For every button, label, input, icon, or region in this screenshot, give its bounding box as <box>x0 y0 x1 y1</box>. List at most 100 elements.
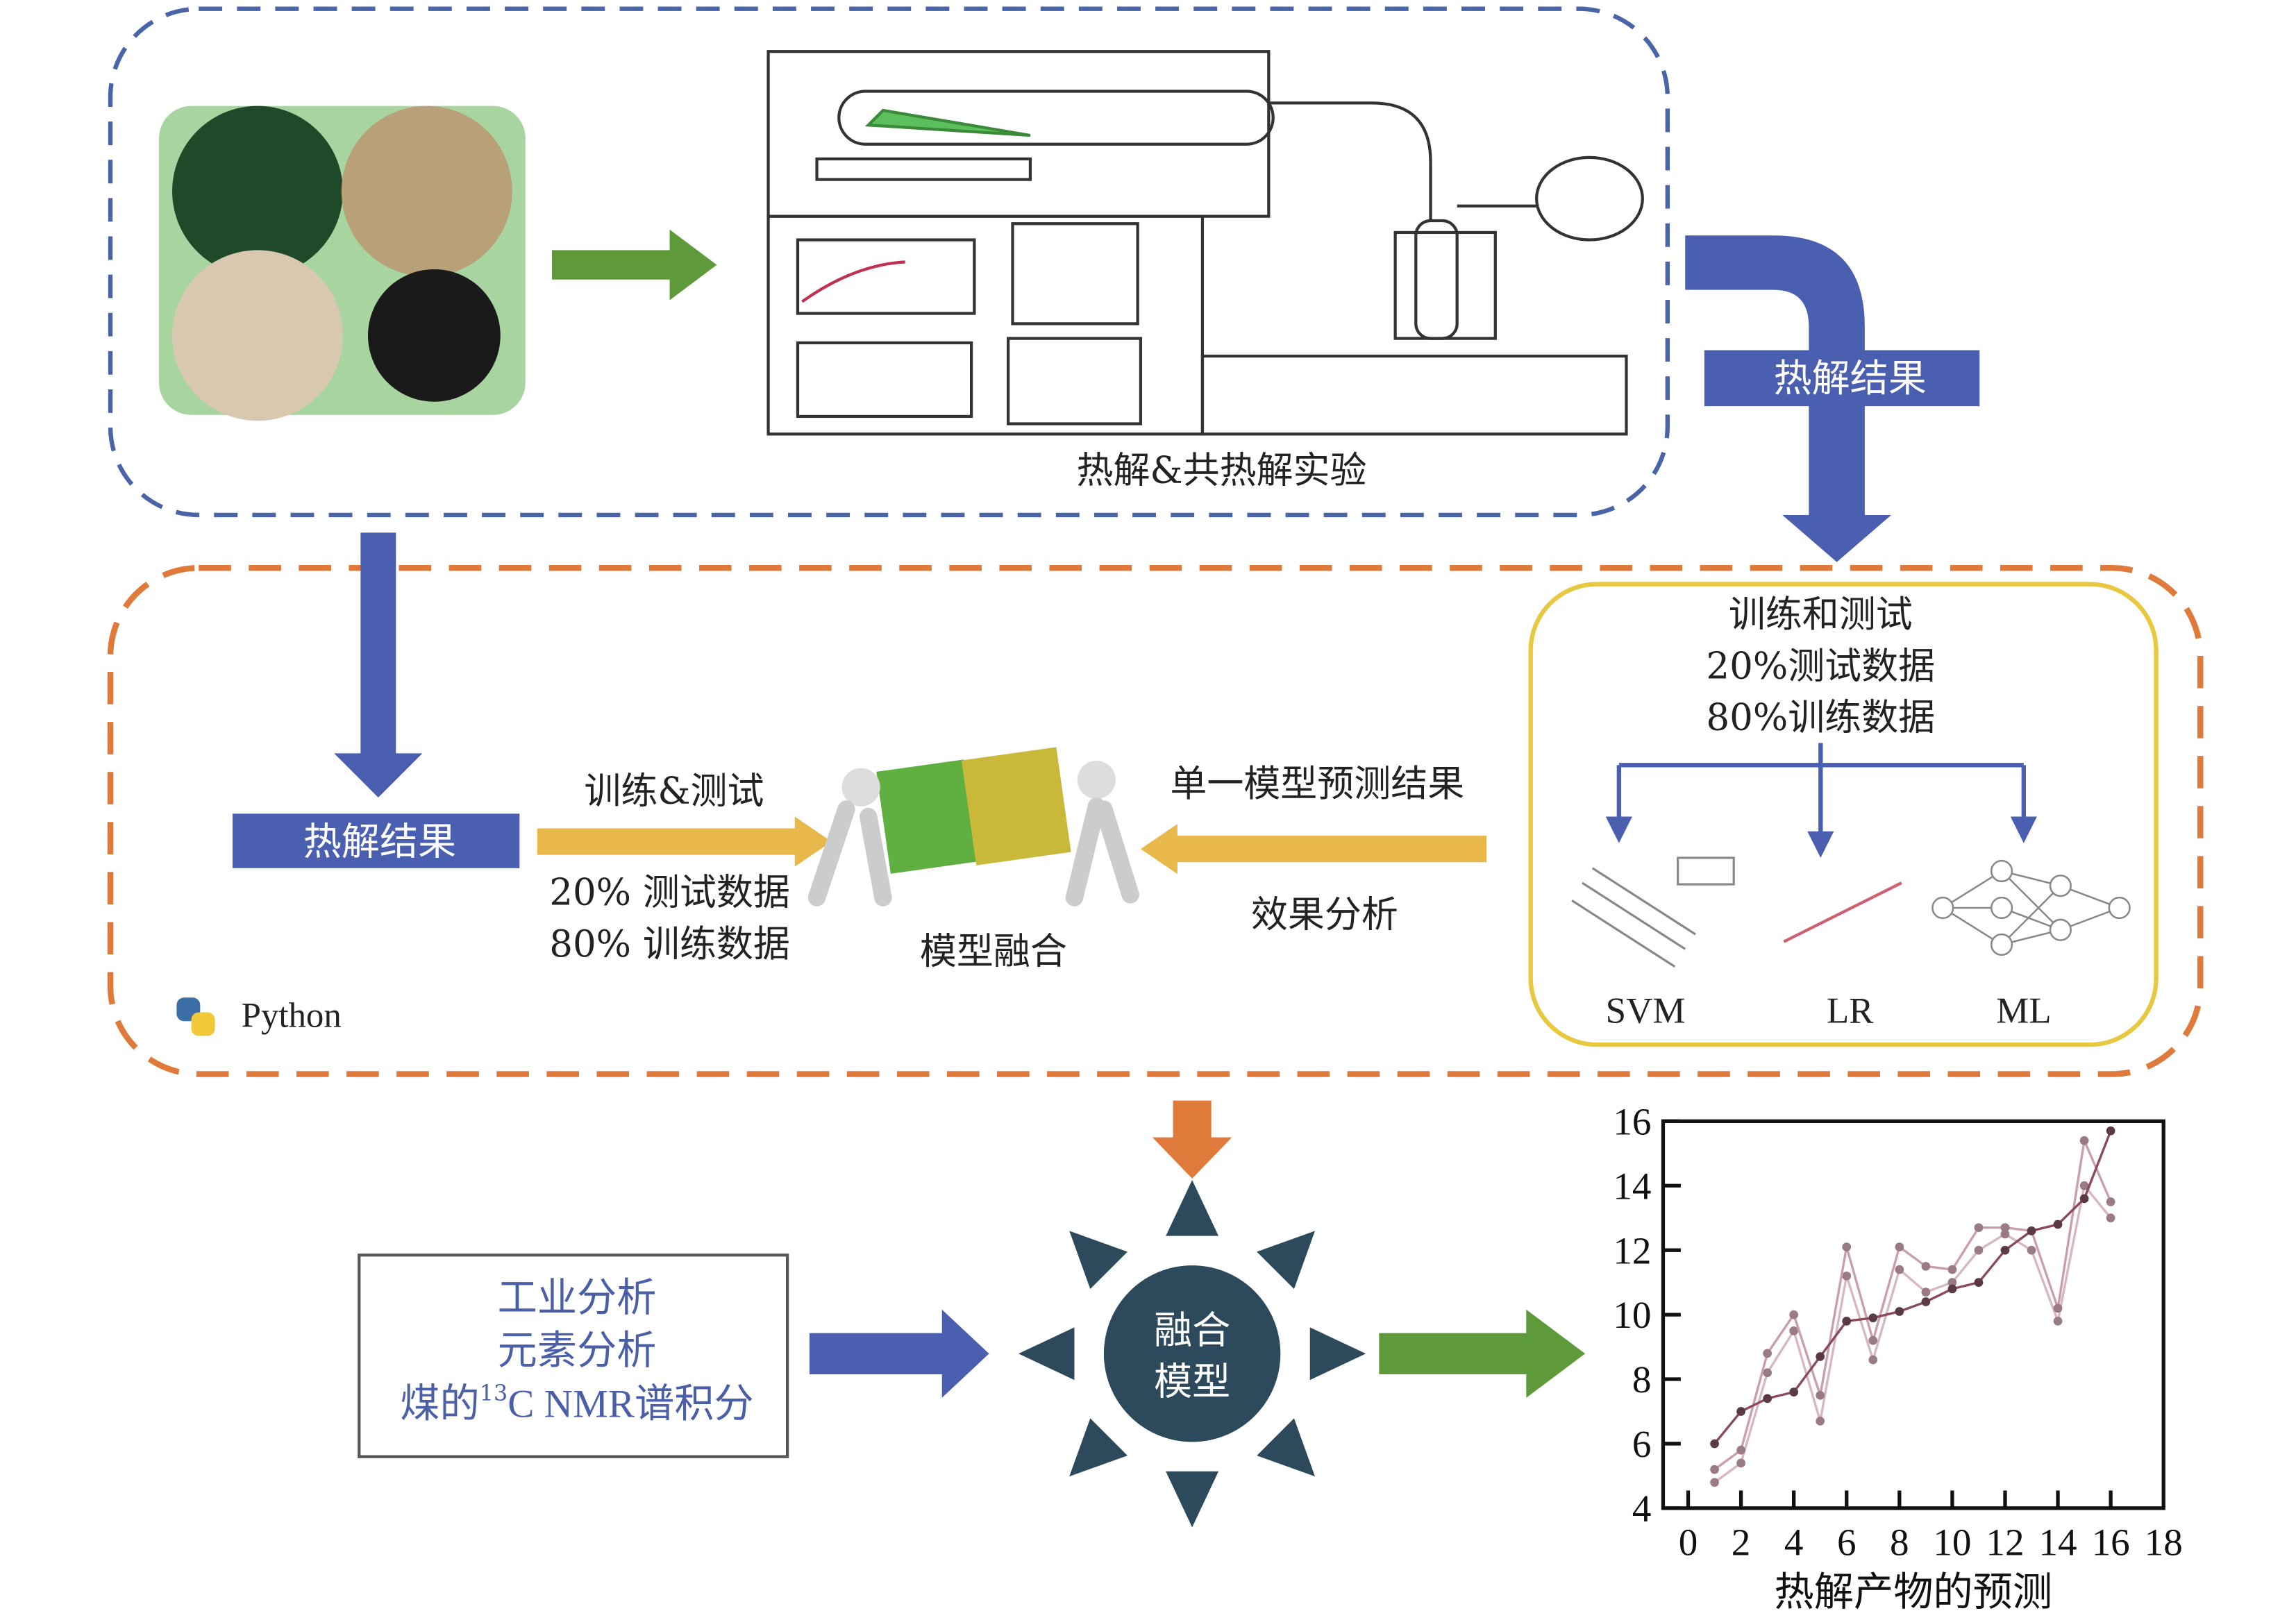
train-data-label: 80% 训练数据 <box>549 923 790 965</box>
data-point <box>2053 1317 2063 1326</box>
data-point <box>1947 1278 1957 1288</box>
effect-label: 效果分析 <box>1251 894 1398 936</box>
sun-ray <box>1069 1231 1128 1290</box>
data-point <box>2000 1223 2010 1233</box>
models-box <box>1528 582 2159 1047</box>
data-point <box>1868 1313 1878 1323</box>
x-tick-label: 4 <box>1784 1521 1804 1564</box>
svm-thumbnail <box>1571 857 1735 968</box>
data-point <box>1947 1284 1957 1294</box>
sun-ray <box>1257 1418 1315 1477</box>
branch-arrows <box>1605 743 2037 858</box>
data-point <box>1816 1417 1825 1426</box>
fusion-model-circle <box>1103 1265 1281 1442</box>
data-point <box>1974 1223 1984 1233</box>
pyrolysis-apparatus <box>766 50 1644 436</box>
y-tick-label: 8 <box>1632 1358 1652 1401</box>
sun-ray <box>1166 1471 1219 1528</box>
model-svm: SVM <box>1606 990 1686 1031</box>
biomass-photos <box>158 106 526 421</box>
series-line <box>1713 1136 2112 1471</box>
input-nmr-superscript: 13 <box>480 1381 508 1406</box>
data-point <box>2000 1245 2010 1255</box>
x-tick-label: 6 <box>1837 1521 1857 1564</box>
sun-ray <box>1309 1327 1366 1381</box>
python-logo-icon <box>176 997 215 1036</box>
data-point <box>2027 1226 2036 1235</box>
green-arrow-bottom <box>1379 1309 1586 1398</box>
model-ml: ML <box>1996 990 2051 1031</box>
x-axis-label: 热解产物的预测 <box>1775 1569 2053 1615</box>
coal-photo <box>367 269 501 402</box>
data-point <box>1842 1242 1852 1251</box>
y-tick-label: 6 <box>1632 1423 1652 1465</box>
data-point <box>1763 1368 1772 1378</box>
data-point <box>1895 1307 1904 1316</box>
yellow-arrow-left <box>1140 824 1487 875</box>
x-tick-label: 16 <box>2092 1521 2130 1564</box>
data-point <box>1842 1317 1852 1326</box>
x-tick-label: 8 <box>1890 1521 1909 1564</box>
data-point <box>2027 1245 2036 1255</box>
models-test-data: 20%测试数据 <box>1706 645 1935 687</box>
python-region <box>107 565 2204 1077</box>
model-lr: LR <box>1827 990 1874 1031</box>
data-point <box>1947 1265 1957 1274</box>
input-nmr-part1: 煤的 <box>400 1381 479 1426</box>
x-tick-label: 12 <box>1986 1521 2024 1564</box>
sun-ray <box>1018 1327 1075 1381</box>
data-point <box>2079 1181 2089 1190</box>
data-point <box>2106 1213 2115 1223</box>
orange-arrow-down <box>1152 1100 1232 1179</box>
data-point <box>1710 1439 1719 1449</box>
sun-ray <box>1257 1231 1315 1290</box>
data-point <box>2079 1136 2089 1145</box>
sun-ray <box>1166 1180 1219 1236</box>
data-point <box>1736 1445 1745 1455</box>
blue-arrow-down-left <box>334 532 423 798</box>
fusion-center-line1: 融合 <box>1154 1308 1230 1352</box>
y-tick-label: 4 <box>1632 1487 1652 1530</box>
green-arrow-top <box>551 229 717 301</box>
data-point <box>1789 1387 1799 1397</box>
input-nmr-part2: C NMR谱积分 <box>508 1382 754 1426</box>
sun-ray <box>1069 1418 1128 1477</box>
y-tick-label: 10 <box>1613 1294 1651 1336</box>
sawdust-photo <box>341 106 512 277</box>
data-point <box>1921 1288 1931 1297</box>
data-point <box>2106 1126 2115 1136</box>
data-point <box>1895 1242 1904 1251</box>
data-point <box>2000 1229 2010 1239</box>
data-point <box>2106 1197 2115 1206</box>
x-tick-label: 2 <box>1732 1521 1751 1564</box>
bent-arrow-right <box>1685 235 1892 562</box>
series-line <box>1713 1130 2112 1445</box>
data-point <box>1895 1265 1904 1274</box>
algae-photo <box>172 106 343 277</box>
data-point <box>1763 1349 1772 1358</box>
blue-arrow-bottom <box>809 1309 989 1398</box>
data-point <box>1868 1355 1878 1365</box>
data-point <box>1974 1245 1984 1255</box>
straw-photo <box>172 250 343 421</box>
models-train-data: 80%训练数据 <box>1706 696 1935 739</box>
data-point <box>1736 1458 1745 1468</box>
lr-thumbnail <box>1783 881 1902 943</box>
data-point <box>1710 1478 1719 1487</box>
data-point <box>1763 1394 1772 1403</box>
experiment-label: 热解&共热解实验 <box>1076 449 1366 491</box>
inputs-box <box>358 1254 789 1458</box>
data-point <box>1921 1297 1931 1306</box>
train-test-label: 训练&测试 <box>584 770 764 812</box>
x-tick-label: 18 <box>2145 1521 2183 1564</box>
data-point <box>1789 1326 1799 1335</box>
models-title: 训练和测试 <box>1729 593 1913 636</box>
fusion-center-line2: 模型 <box>1154 1360 1230 1404</box>
data-point <box>1736 1407 1745 1416</box>
fusion-label: 模型融合 <box>920 931 1067 973</box>
result-label-right: 热解结果 <box>1773 356 1926 400</box>
input-ultimate: 元素分析 <box>498 1328 657 1374</box>
